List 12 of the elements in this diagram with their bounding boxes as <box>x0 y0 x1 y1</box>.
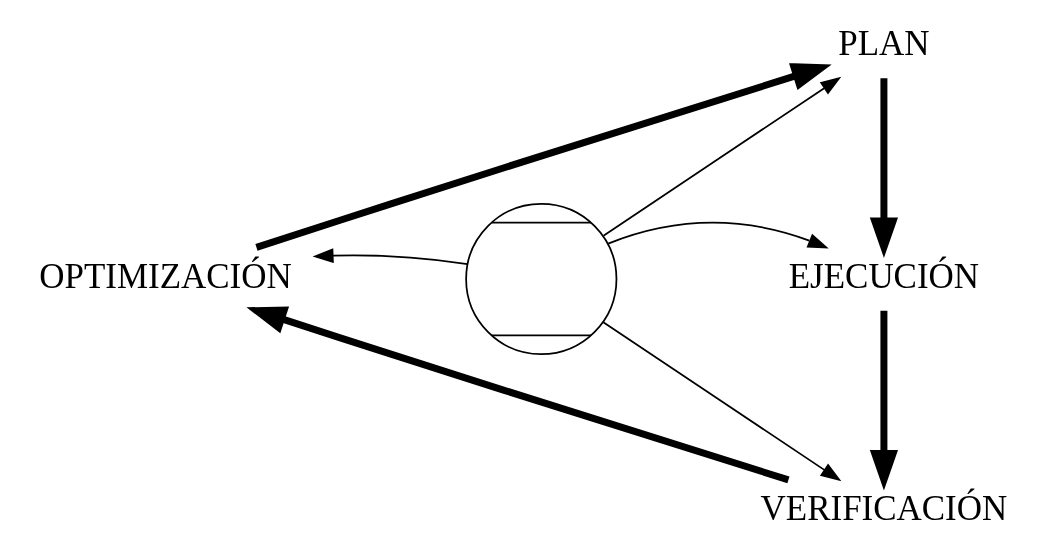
node-text: PLAN <box>838 24 930 64</box>
node-text: VERIFICACIÓN <box>760 489 1008 529</box>
arrow <box>602 76 842 237</box>
arrow <box>246 306 790 484</box>
arrow <box>255 63 832 251</box>
arrow <box>602 321 842 482</box>
arrow <box>607 221 829 249</box>
node-text: EJECUCIÓN <box>788 256 980 296</box>
node-text: OPTIMIZACIÓN <box>39 256 292 296</box>
arrow <box>869 310 898 491</box>
arrow <box>312 248 469 265</box>
node-cross <box>465 202 618 356</box>
